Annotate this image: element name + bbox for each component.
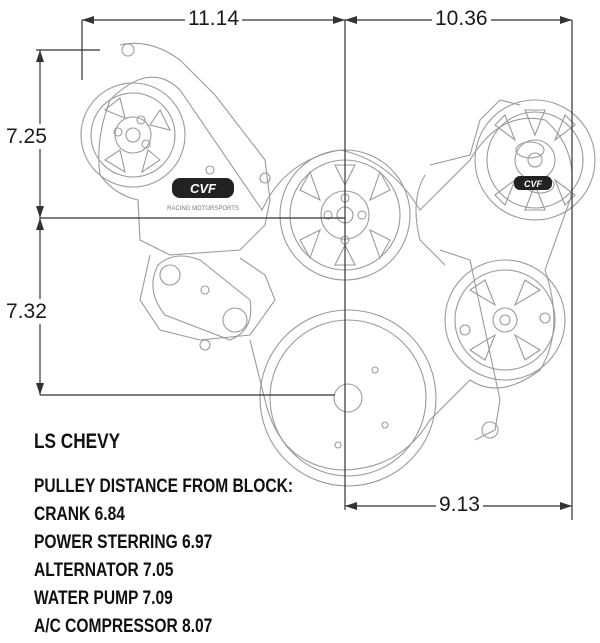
crank-pulley [259,309,437,487]
ems-logo-left: CVF RACING MOTORSPORTS [167,178,239,212]
mount-hole-5 [199,339,211,351]
power-steering-pulley [80,82,186,188]
spec-header: PULLEY DISTANCE FROM BLOCK: [34,476,294,497]
spec-item-ac-compressor: A/C COMPRESSOR 8.07 [34,616,213,637]
dim-top-right: 10.36 [432,8,491,29]
drive-belt [98,76,573,471]
spec-item-alternator: ALTERNATOR 7.05 [34,560,174,581]
idler-pulley [444,259,566,381]
mount-hole-1 [121,43,135,57]
power-steering-bracket [99,42,271,256]
engine-title: LS CHEVY [34,430,121,453]
dim-top-left: 11.14 [185,8,242,29]
logo-subtext: RACING MOTORSPORTS [167,206,239,212]
tensioner-arm [152,255,252,341]
logo-text-right: CVF [524,179,543,189]
dim-bottom: 9.13 [436,494,483,515]
ac-bracket [429,99,521,441]
mount-hole-4 [481,421,499,439]
mount-hole-3 [259,172,271,184]
lower-bracket [139,254,276,341]
right-bracket [415,174,446,266]
dim-left-upper: 7.25 [6,124,47,149]
spec-item-water-pump: WATER PUMP 7.09 [34,588,173,609]
logo-text: CVF [190,181,217,196]
dim-left-lower: 7.32 [6,299,47,324]
pulley-spec-list: PULLEY DISTANCE FROM BLOCK: CRANK 6.84 P… [34,473,293,641]
ems-logo-right: CVF [514,176,552,190]
mount-hole-2 [205,165,215,175]
spec-item-power-steering: POWER STERRING 6.97 [34,532,213,553]
spec-item-crank: CRANK 6.84 [34,504,125,525]
